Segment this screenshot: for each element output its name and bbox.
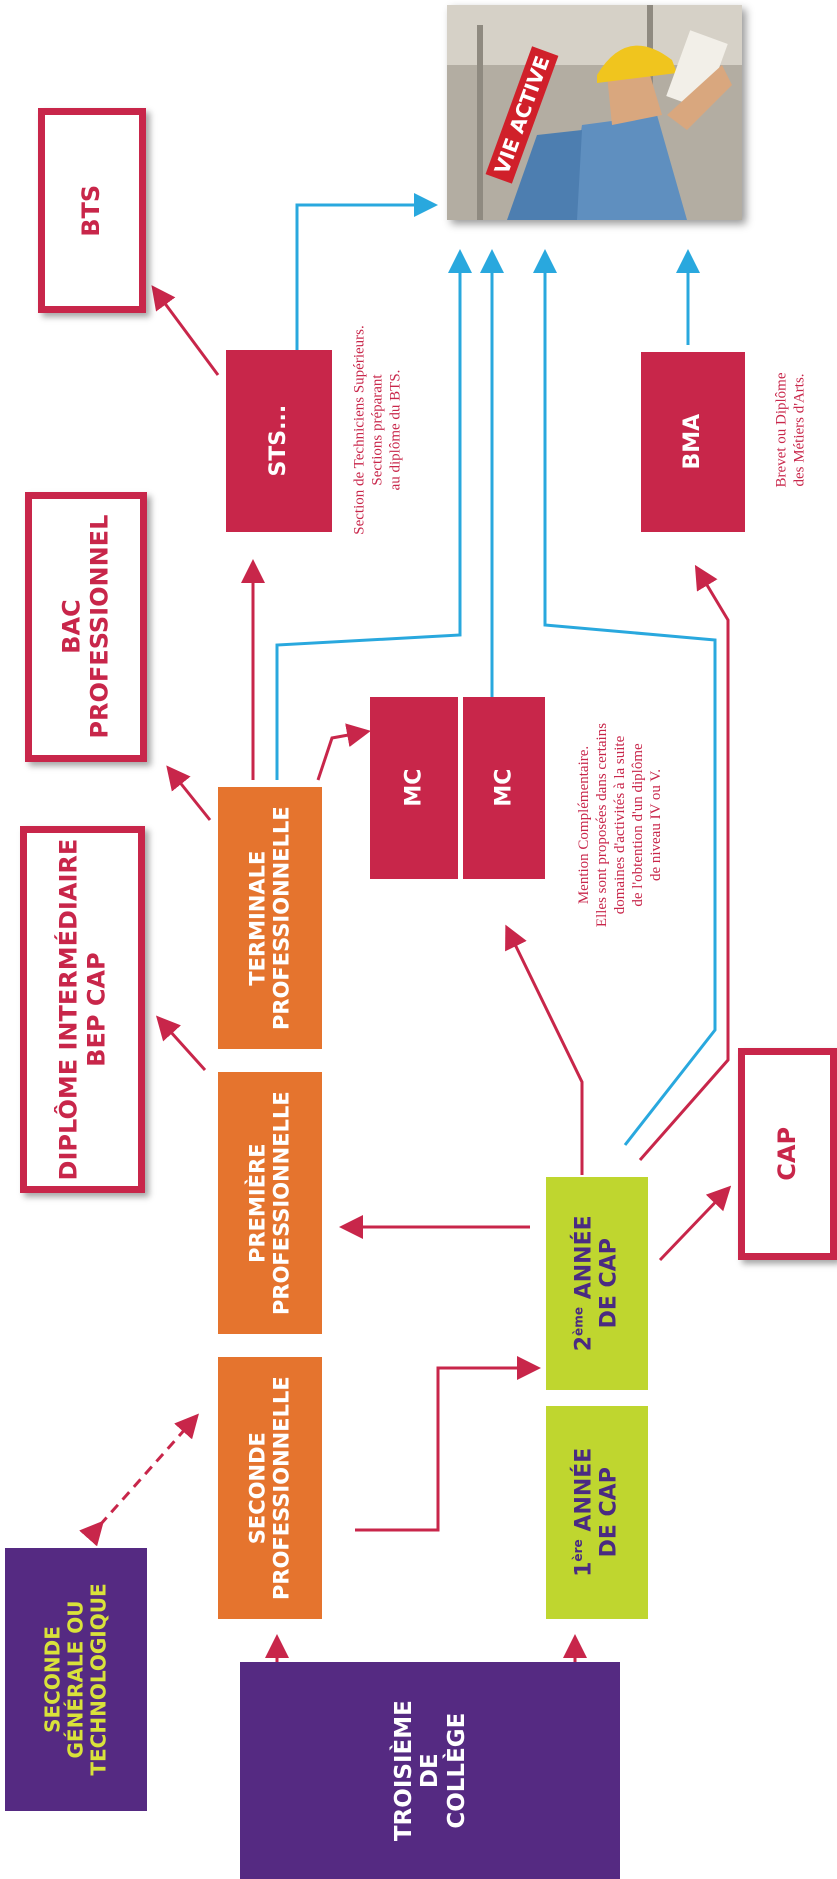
arrow-seconde-pro-to-cap2 [355,1356,541,1532]
mc-description: Mention Complémentaire. Elles sont propo… [555,680,685,970]
mc2-label: MC [491,768,517,808]
seconde-gt-label-2: GÉNÉRALE OU [63,1600,88,1759]
cap-box: CAP [738,1048,837,1260]
sts-note-line-2: Sections préparant [369,374,386,486]
vie-active-photo: VIE ACTIVE [447,5,742,220]
cap-first-year-box: 1ère ANNÉE DE CAP [546,1406,648,1619]
sts-box: STS... [226,350,332,532]
sts-note-line-3: au diplôme du BTS. [387,369,404,491]
terminale-pro-label-2: PROFESSIONNELLE [270,806,294,1030]
bac-pro-box: BAC PROFESSIONNEL [25,492,147,762]
seconde-pro-label-1: SECONDE [245,1431,270,1545]
blue-cap2-to-vie-active-1 [533,249,717,1146]
cap-second-year-box: 2ème ANNÉE DE CAP [546,1177,648,1390]
terminale-pro-label-1: TERMINALE [245,850,270,986]
construction-worker-icon [447,5,742,220]
seconde-pro-label-2: PROFESSIONNELLE [270,1376,294,1600]
arrow-cap2-to-cap [658,1185,732,1262]
mc-note-line-1: Mention Complémentaire. [576,745,592,905]
mc-note-line-2: Elles sont proposées dans certains [594,722,610,928]
arrow-cap2-to-bma [638,564,730,1161]
arrow-terminale-to-bac-pro [166,765,212,821]
bma-note-line-1: Brevet ou Diplôme [773,372,790,488]
sts-label: STS... [266,405,292,477]
arrow-seconde-gt-dashed [79,1413,199,1547]
cap1-label-2: DE CAP [597,1467,623,1558]
blue-sts-to-vie-active [295,193,438,372]
sts-description: Section de Techniciens Supérieurs. Secti… [340,300,415,560]
premiere-pro-label-2: PROFESSIONNELLE [270,1091,294,1315]
bma-label: BMA [680,414,706,470]
arrow-sts-to-bts [151,285,220,376]
mc-box-1: MC [370,697,458,879]
bma-description: Brevet ou Diplôme des Métiers d'Arts. [760,330,820,530]
dipl-inter-label-1: DIPLÔME INTERMÉDIAIRE [53,838,82,1181]
mc-note-line-4: de l'obtention d'un diplôme [630,743,646,907]
arrow-premiere-to-dipl-inter [155,1015,207,1072]
bac-pro-label-2: PROFESSIONNEL [85,515,114,739]
mc-note-line-5: de niveau IV ou V. [648,768,664,882]
sts-note-line-1: Section de Techniciens Supérieurs. [351,325,368,535]
dipl-inter-label-2: BEP CAP [81,952,110,1067]
troisieme-label-1: TROISIÈME [390,1700,417,1841]
troisieme-label-2: DE [416,1753,443,1788]
arrow-terminale-to-mc [316,723,371,781]
arrow-cap2-to-mc2 [505,924,584,1175]
seconde-pro-box: SECONDE PROFESSIONNELLE [218,1357,322,1619]
cap2-label-1: 2ème ANNÉE [571,1215,597,1352]
premiere-pro-box: PREMIÈRE PROFESSIONNELLE [218,1072,322,1334]
diplome-intermediaire-box: DIPLÔME INTERMÉDIAIRE BEP CAP [20,826,145,1193]
seconde-gt-label-3: TECHNOLOGIQUE [86,1583,111,1776]
bma-box: BMA [641,352,745,532]
seconde-generale-box: SECONDE GÉNÉRALE OU TECHNOLOGIQUE [5,1548,147,1811]
bma-note-line-2: des Métiers d'Arts. [791,373,808,487]
troisieme-college-box: TROISIÈME DE COLLÈGE [240,1662,620,1879]
premiere-pro-label-1: PREMIÈRE [245,1143,270,1263]
blue-terminale-to-vie-active [275,249,472,780]
cap2-label-2: DE CAP [597,1238,622,1329]
vie-active-label: VIE ACTIVE [485,46,559,184]
cap1-label-1: 1ère ANNÉE [571,1447,597,1578]
cap-label: CAP [772,1127,801,1181]
seconde-gt-label-1: SECONDE [40,1626,65,1733]
mc1-label: MC [401,768,427,808]
mc-note-line-3: domaines d'activités à la suite [612,735,628,915]
bac-pro-label-1: BAC [57,599,86,655]
troisieme-label-3: COLLÈGE [443,1712,470,1829]
terminale-pro-box: TERMINALE PROFESSIONNELLE [218,787,322,1049]
bts-box: BTS [38,108,146,313]
bts-label: BTS [77,184,106,237]
mc-box-2: MC [463,697,545,879]
